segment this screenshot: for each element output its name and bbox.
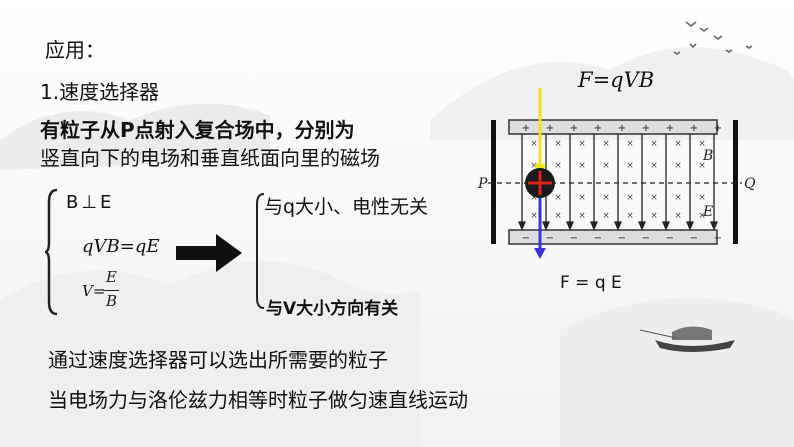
heading: 应用： [45,38,105,62]
velocity-lhs: V= [82,282,106,300]
plus-sign: + [690,123,698,134]
magnetic-field-cross: × [554,211,562,221]
magnetic-field-cross: × [650,193,658,203]
label-q: Q [744,176,756,192]
field-line-arrowhead [686,221,694,231]
minus-sign: − [618,233,626,244]
magnetic-force-label: F=qVB [578,68,655,92]
minus-sign: − [690,233,698,244]
field-line-arrowhead [518,221,526,231]
electric-force-label: F = q E [560,273,622,293]
plus-sign: + [522,123,530,134]
condition-balance: qVB=qE [82,236,160,257]
birds-decoration [673,21,753,55]
field-line-arrowhead [614,221,622,231]
minus-sign: − [594,233,602,244]
magnetic-field-cross: × [554,139,562,149]
magnetic-field-cross: × [698,139,706,149]
conclusion-line-1: 通过速度选择器可以选出所需要的粒子 [48,348,388,372]
velocity-denominator: B [106,292,118,310]
plus-sign: + [594,123,602,134]
right-result-brace [256,193,265,309]
magnetic-field-cross: × [602,193,610,203]
magnetic-field-cross: × [554,193,562,203]
velocity-numerator: E [106,268,117,286]
top-plate [508,119,718,135]
field-line-arrowhead [590,221,598,231]
magnetic-field-cross: × [530,161,538,171]
magnetic-field-cross: × [578,161,586,171]
result-dependent: 与V大小方向有关 [266,299,399,319]
label-e: E [702,204,713,220]
magnetic-field-cross: × [698,211,706,221]
label-b: B [702,148,713,164]
intro-line-2: 竖直向下的电场和垂直纸面向里的磁场 [40,146,380,170]
plus-sign: + [642,123,650,134]
result-independent: 与q大小、电性无关 [264,196,429,218]
plus-sign: + [714,123,722,134]
magnetic-field-cross: × [674,139,682,149]
magnetic-field-cross: × [698,193,706,203]
magnetic-field-cross: × [674,161,682,171]
plus-sign: + [618,123,626,134]
intro-line-1: 有粒子从P点射入复合场中，分别为 [40,118,355,142]
fraction-bar [103,290,119,291]
magnetic-field-cross: × [578,193,586,203]
minus-sign: − [570,233,578,244]
electric-force-arrowhead [534,248,546,259]
magnetic-field-cross: × [530,211,538,221]
magnetic-field-cross: × [578,211,586,221]
magnetic-field-cross: × [626,193,634,203]
magnetic-field-cross: × [626,161,634,171]
minus-sign: − [642,233,650,244]
magnetic-field-cross: × [602,139,610,149]
magnetic-field-cross: × [530,193,538,203]
magnetic-field-cross: × [602,161,610,171]
magnetic-field-cross: × [626,211,634,221]
right-side-bar [733,120,738,244]
minus-sign: − [522,233,530,244]
field-line-arrowhead [638,221,646,231]
bottom-plate [508,229,718,245]
field-line-arrowhead [566,221,574,231]
minus-sign: − [714,233,722,244]
magnetic-field-cross: × [554,161,562,171]
plus-sign: + [570,123,578,134]
field-line-arrowhead [542,221,550,231]
plus-sign: + [666,123,674,134]
magnetic-field-cross: × [578,139,586,149]
magnetic-field-cross: × [650,161,658,171]
magnetic-field-cross: × [650,139,658,149]
label-p: P [477,176,488,192]
condition-perpendicular: B⊥E [66,192,115,213]
magnetic-field-cross: × [530,139,538,149]
conclusion-line-2: 当电场力与洛伦兹力相等时粒子做匀速直线运动 [48,388,468,412]
magnetic-field-cross: × [650,211,658,221]
right-arrow-icon [176,234,242,272]
magnetic-field-cross: × [698,161,706,171]
field-line-arrowhead [710,221,718,231]
plus-sign: + [546,123,554,134]
velocity-selector-diagram: + − + − + − + − + − + − + − + − + − × × × × × × × × × × × × × × × × × × × × ×… [477,88,756,259]
field-line-arrowhead [662,221,670,231]
minus-sign: − [666,233,674,244]
boat-decoration [639,326,735,352]
left-side-bar [491,120,496,244]
magnetic-field-cross: × [602,211,610,221]
section-title: 1.速度选择器 [40,80,160,104]
left-brace [44,188,58,316]
magnetic-field-cross: × [674,211,682,221]
minus-sign: − [546,233,554,244]
magnetic-field-cross: × [626,139,634,149]
magnetic-field-cross: × [674,193,682,203]
